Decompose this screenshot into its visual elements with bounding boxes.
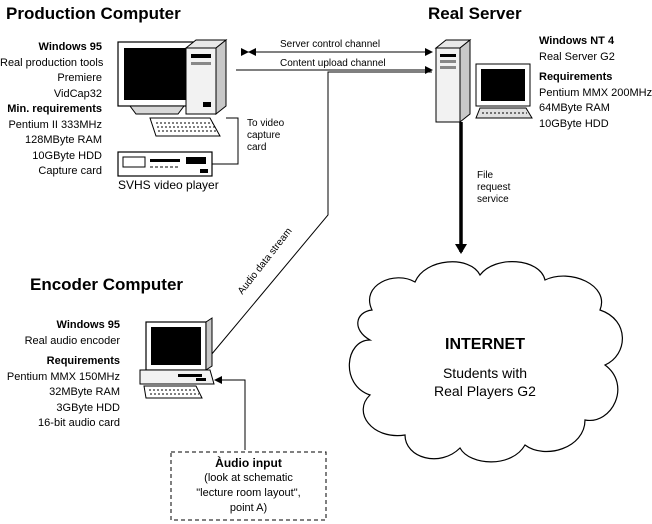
- production-specs: Windows 95 Real production tools Premier…: [0, 40, 104, 180]
- capture-connector-line: [212, 117, 239, 165]
- content-upload-label: Content upload channel: [280, 58, 386, 69]
- server-req-3: 10GByte HDD: [539, 117, 609, 130]
- file-request-line-3: service: [477, 194, 509, 205]
- encoder-req-heading: Requirements: [46, 355, 120, 367]
- file-request-line-1: File: [477, 170, 494, 181]
- server-software-1: Real Server G2: [539, 50, 615, 63]
- internet-line-1: Students with: [442, 365, 528, 381]
- encoder-req-4: 16-bit audio card: [38, 417, 120, 429]
- server-req-2: 64MByte RAM: [539, 102, 610, 114]
- encoder-req-2: 32MByte RAM: [49, 386, 120, 398]
- production-title: Production Computer: [6, 4, 181, 23]
- production-os: Windows 95: [38, 41, 102, 53]
- server-specs: Windows NT 4 Real Server G2 Requirements…: [539, 34, 652, 132]
- encoder-specs: Windows 95 Real audio encoder Requiremen…: [0, 318, 120, 432]
- audio-stream-line: [210, 71, 432, 356]
- production-software-1: Real production tools: [0, 56, 104, 69]
- internet-text: INTERNET Students with Real Players G2: [380, 336, 590, 400]
- encoder-computer-icon: [139, 317, 215, 399]
- audio-input-line-3: point A): [229, 502, 268, 514]
- production-software-2: Premiere: [57, 72, 102, 84]
- server-req-heading: Requirements: [539, 71, 613, 83]
- video-player-label: SVHS video player: [118, 178, 219, 192]
- encoder-title: Encoder Computer: [30, 275, 184, 294]
- capture-note: To video capture card: [247, 118, 284, 154]
- internet-cloud: [348, 261, 623, 463]
- audio-input-box: [170, 451, 327, 521]
- video-player-icon: [117, 151, 213, 177]
- internet-title: INTERNET: [445, 336, 525, 353]
- audio-input-line-1: (look at schematic: [204, 472, 293, 484]
- file-request-label: File request service: [477, 170, 510, 206]
- production-req-heading: Min. requirements: [7, 103, 102, 115]
- audio-input-arrow: [214, 376, 246, 450]
- production-req-1: Pentium II 333MHz: [8, 118, 102, 131]
- audio-input-text: Àudio input (look at schematic "lecture …: [171, 456, 326, 516]
- audio-input-title: Àudio input: [215, 456, 282, 470]
- production-req-2: 128MByte RAM: [24, 134, 102, 146]
- encoder-req-1: Pentium MMX 150MHz: [6, 370, 120, 383]
- server-req-1: Pentium MMX 200MHz: [539, 86, 652, 99]
- encoder-os: Windows 95: [56, 319, 120, 331]
- production-req-3: 10GByte HDD: [32, 149, 102, 162]
- file-request-line-2: request: [477, 182, 511, 193]
- capture-note-line-2: capture: [247, 130, 281, 141]
- capture-note-line-1: To video: [247, 118, 285, 129]
- server-title: Real Server: [428, 4, 522, 23]
- production-software-3: VidCap32: [53, 87, 102, 100]
- capture-note-line-3: card: [247, 142, 267, 153]
- server-os: Windows NT 4: [539, 35, 615, 47]
- server-control-label: Server control channel: [280, 39, 381, 50]
- encoder-software-1: Real audio encoder: [24, 334, 120, 347]
- internet-line-2: Real Players G2: [434, 383, 536, 399]
- production-computer-icon: [117, 38, 228, 137]
- encoder-req-3: 3GByte HDD: [56, 401, 120, 414]
- production-req-4: Capture card: [38, 165, 102, 177]
- audio-input-line-2: "lecture room layout",: [196, 487, 301, 499]
- server-computer-icon: [434, 38, 533, 124]
